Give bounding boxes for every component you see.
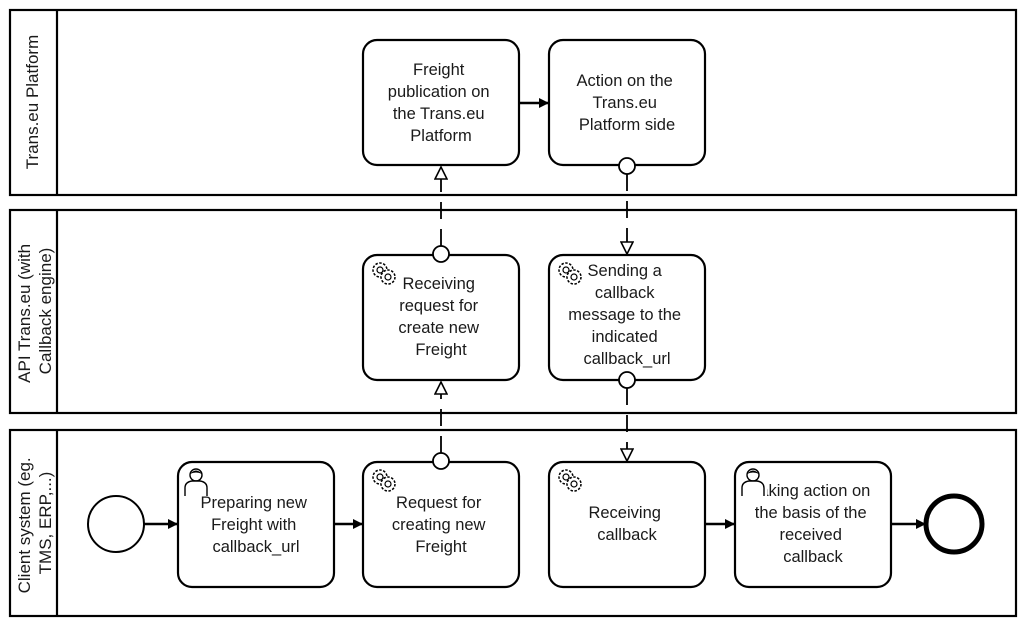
svg-text:Receiving request for: Receiving request for create new Freight — [398, 275, 483, 359]
task-line: Sending a — [588, 262, 663, 280]
task-line: Trans.eu — [592, 94, 657, 112]
gears-icon — [558, 469, 582, 492]
svg-text:Action on the Trans.eu: Action on the Trans.eu Platform side — [577, 72, 678, 134]
task-line: callback — [597, 526, 657, 544]
lane-label-line: Trans.eu Platform — [23, 35, 42, 169]
svg-text:Taking action on the bas: Taking action on the basis of the receiv… — [751, 482, 875, 566]
lane-label-api: API Trans.eu (with Callback engine) — [15, 239, 55, 383]
task-line: Freight with — [211, 516, 296, 534]
message-flow-platform-to-api — [618, 157, 636, 254]
task-sending-callback[interactable]: Sending a callback message to the indica… — [547, 253, 707, 382]
svg-text:Request for creating new: Request for creating new Freight — [392, 494, 490, 556]
lane-label-line: API Trans.eu (with — [15, 244, 34, 383]
task-line: Platform side — [579, 116, 675, 134]
task-line: Freight — [413, 61, 465, 79]
task-platform-action[interactable]: Action on the Trans.eu Platform side — [547, 38, 707, 167]
lane-label-line: Callback engine) — [36, 248, 55, 375]
task-line: Freight — [415, 538, 467, 556]
task-line: request for — [399, 297, 478, 315]
lane-label-client: Client system (eg. TMS, ERP,...) — [15, 453, 55, 594]
task-line: Freight — [415, 341, 467, 359]
task-preparing-freight[interactable]: Preparing new Freight with callback_url — [176, 460, 336, 589]
task-line: Taking action on — [751, 482, 870, 500]
user-icon — [741, 466, 767, 497]
lane-label-platform: Trans.eu Platform — [23, 35, 42, 169]
task-line: message to the — [568, 306, 681, 324]
task-line: the basis of the — [755, 504, 867, 522]
task-line: create new — [398, 319, 479, 337]
message-flow-request-to-api — [432, 382, 450, 470]
gears-icon — [372, 469, 396, 492]
task-line: Action on the — [577, 72, 673, 90]
message-flow-api-to-client — [618, 371, 636, 461]
task-line: Preparing new — [201, 494, 307, 512]
lane-label-line: TMS, ERP,...) — [36, 472, 55, 575]
start-event[interactable] — [87, 495, 145, 553]
task-line: creating new — [392, 516, 486, 534]
task-request-freight[interactable]: Request for creating new Freight — [361, 460, 521, 589]
task-line: Receiving — [588, 504, 660, 522]
task-line: Request for — [396, 494, 482, 512]
task-line: publication on — [388, 83, 490, 101]
user-icon — [184, 468, 208, 496]
task-receiving-request[interactable]: Receiving request for create new Freight — [361, 253, 521, 382]
svg-text:Receiving callback: Receiving callback — [588, 504, 665, 544]
task-line: callback — [595, 284, 655, 302]
task-freight-publication[interactable]: Freight publication on the Trans.eu Plat… — [361, 38, 521, 167]
svg-text:Preparing new Freight wi: Preparing new Freight with callback_url — [201, 494, 312, 556]
task-taking-action[interactable]: Taking action on the basis of the receiv… — [733, 460, 893, 589]
task-line: the Trans.eu — [393, 105, 485, 123]
task-receiving-callback[interactable]: Receiving callback — [547, 460, 707, 589]
message-flow-api-to-platform — [432, 167, 450, 263]
gears-icon — [558, 262, 582, 285]
task-line: callback_url — [212, 538, 299, 556]
task-line: indicated — [592, 328, 658, 346]
task-line: Platform — [410, 127, 471, 145]
task-line: received — [780, 526, 842, 544]
lane-label-line: Client system (eg. — [15, 457, 34, 593]
task-line: callback — [783, 548, 843, 566]
end-event[interactable] — [923, 493, 985, 555]
svg-text:Sending a callback: Sending a callback message to the indica… — [568, 262, 685, 368]
task-line: Receiving — [402, 275, 474, 293]
task-line: callback_url — [583, 350, 670, 368]
svg-text:Freight publication on: Freight publication on the Trans.eu Plat… — [388, 61, 494, 145]
gears-icon — [372, 262, 396, 285]
